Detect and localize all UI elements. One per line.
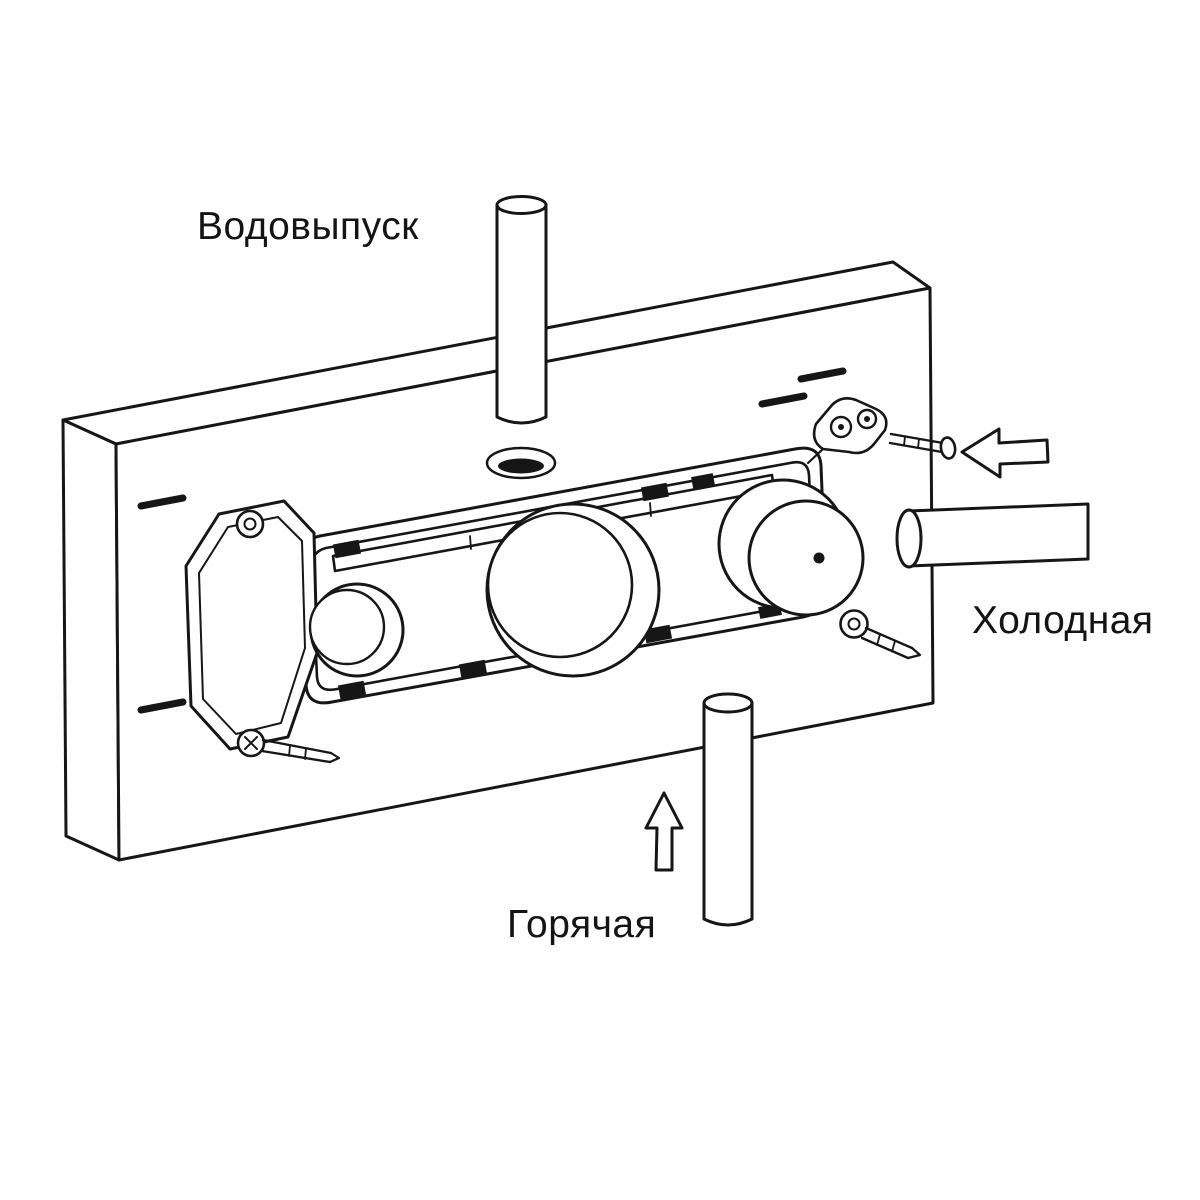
outlet-label: Водовыпуск xyxy=(197,205,419,248)
left-knob-inner xyxy=(308,588,386,666)
screw-tip xyxy=(328,751,341,764)
arrow-up-icon xyxy=(644,791,684,872)
screw-cross xyxy=(244,736,258,750)
top-right-bracket xyxy=(806,397,888,465)
bracket-link xyxy=(806,447,825,465)
bracket-hole-dot xyxy=(838,424,844,430)
hot-pipe xyxy=(702,692,754,927)
bracket-hole-dot xyxy=(864,416,870,422)
screw-shaft xyxy=(888,432,945,454)
center-knob-inner xyxy=(486,511,634,659)
flow-arrows xyxy=(644,427,1050,872)
pipe-body xyxy=(495,203,548,425)
anchor-mark-icon xyxy=(137,494,187,510)
clip xyxy=(458,659,488,679)
screw-head-inner xyxy=(243,517,257,531)
cap-screw-top xyxy=(235,509,265,539)
screw-head xyxy=(839,609,869,639)
hot-water-label: Горячая xyxy=(507,903,657,946)
pipe-end-cap xyxy=(895,508,923,569)
anchor-mark-icon xyxy=(137,698,187,714)
screw-threads xyxy=(288,744,307,760)
pipe-end-cap xyxy=(495,195,548,215)
right-valve-center-dot xyxy=(813,552,825,564)
arrow-left-icon xyxy=(960,427,1050,479)
left-end-cap xyxy=(184,499,319,751)
cold-water-label: Холодная xyxy=(972,599,1154,642)
screw-shaft xyxy=(260,738,333,764)
valve-body xyxy=(184,397,957,764)
pipe-body xyxy=(702,701,754,927)
clip xyxy=(691,473,715,489)
screw-threads xyxy=(876,633,896,653)
outlet-hole xyxy=(485,446,557,480)
left-end-cap-inner xyxy=(198,516,306,735)
pipe-body xyxy=(907,502,1090,568)
anchor-mark-icon xyxy=(758,392,808,408)
screw-head xyxy=(939,436,957,460)
anchor-mark-icon xyxy=(797,367,847,383)
bottom-right-screw xyxy=(839,609,922,660)
screw-shaft xyxy=(860,626,914,660)
cold-side-screw xyxy=(888,432,957,460)
cap-screw-bottom xyxy=(236,728,341,764)
screw-head xyxy=(235,509,265,539)
outlet-hole-dark xyxy=(498,458,544,474)
screw-tip xyxy=(906,646,922,660)
clip xyxy=(640,482,670,502)
clip xyxy=(337,680,367,700)
right-valve-knob xyxy=(747,499,865,617)
screw-threads xyxy=(903,435,933,452)
wall-plate-left-edge xyxy=(61,418,121,862)
outlet-pipe xyxy=(495,195,548,425)
anchor-marks xyxy=(137,367,847,714)
clip xyxy=(332,539,362,559)
pipe-end-cap xyxy=(702,692,754,714)
cold-pipe xyxy=(895,502,1090,569)
screw-head-inner xyxy=(847,617,861,631)
